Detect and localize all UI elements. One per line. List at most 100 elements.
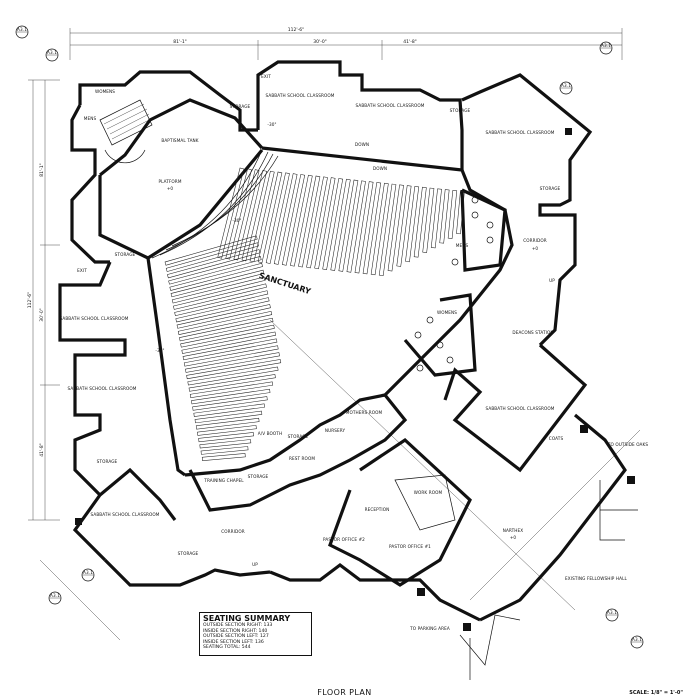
label-elevation-30-a: -30" [267, 122, 276, 127]
room-sabbath-school-top-2: SABBATH SCHOOL CLASSROOM [356, 103, 425, 108]
pew [370, 182, 389, 276]
room-storage-right: STORAGE [540, 186, 561, 191]
pew [174, 290, 269, 317]
room-sabbath-school-left-mid: SABBATH SCHOOL CLASSROOM [68, 386, 137, 391]
section-marker: A3.1 [630, 635, 644, 649]
pew [378, 183, 397, 276]
room-baptismal-tank: BAPTISMAL TANK [161, 138, 198, 143]
room-storage-top-2: STORAGE [450, 108, 471, 113]
pew [306, 176, 328, 269]
dimension-left-mid: 30'-0" [39, 308, 45, 322]
pew [273, 173, 298, 265]
section-marker: A3.1 [81, 568, 95, 582]
pew [195, 417, 260, 430]
room-narthex-elevation: +0 [510, 535, 517, 540]
pew [257, 171, 283, 264]
room-rest-room: REST ROOM [289, 456, 315, 461]
dimension-left-bottom: 41'-8" [39, 443, 45, 457]
room-corridor-right: CORRIDOR [523, 238, 547, 243]
seating-line: OUTSIDE SECTION LEFT: 127 [203, 634, 269, 640]
label-to-parking: TO PARKING AREA [409, 626, 450, 631]
pew [233, 169, 260, 261]
pew [183, 345, 279, 367]
pew [362, 182, 382, 275]
pew [186, 359, 282, 380]
room-storage-top: STORAGE [230, 104, 251, 109]
pews-lower-section [164, 235, 282, 461]
pew [338, 179, 359, 272]
pew [249, 170, 275, 263]
room-sabbath-school-right-mid: SABBATH SCHOOL CLASSROOM [486, 406, 555, 411]
pew [422, 187, 435, 253]
svg-text:A3.1: A3.1 [50, 593, 60, 598]
room-mens-top: MENS [84, 116, 97, 121]
room-storage-low: STORAGE [248, 474, 269, 479]
seating-line: INSIDE SECTION LEFT: 136 [203, 639, 264, 645]
section-marker: A3.1 [15, 25, 29, 39]
pew [179, 317, 274, 342]
room-sabbath-school-bottom-left: SABBATH SCHOOL CLASSROOM [91, 512, 160, 517]
pew [396, 185, 412, 267]
room-nursery: NURSERY [325, 428, 346, 433]
interior-walls [98, 98, 576, 611]
dimension-left-overall: 112'-6" [27, 292, 33, 308]
pew [177, 310, 273, 335]
seating-line: SEATING TOTAL: 544 [203, 645, 251, 651]
section-marker: A3.1 [45, 48, 59, 62]
seating-summary-lines: OUTSIDE SECTION RIGHT: 133 INSIDE SECTIO… [203, 623, 308, 651]
entry-structures [459, 480, 638, 680]
dimension-lines [28, 28, 641, 641]
pew [164, 235, 258, 266]
drawing-title: FLOOR PLAN [317, 688, 372, 697]
pew [199, 439, 252, 449]
room-training-chapel: TRAINING CHAPEL [203, 478, 244, 483]
pew [185, 352, 280, 373]
pews-upper-section [217, 167, 465, 276]
label-up: UP [252, 562, 258, 567]
label-exit-left: EXIT [77, 268, 87, 273]
dimension-top-right: 41'-8" [403, 39, 417, 45]
pew [198, 432, 254, 443]
pew [193, 403, 265, 417]
pew [322, 178, 344, 270]
seating-line: INSIDE SECTION RIGHT: 140 [203, 628, 268, 634]
room-storage-bottom: STORAGE [178, 551, 199, 556]
room-work-room: WORK ROOM [414, 490, 443, 495]
pew [189, 381, 274, 398]
label-elevation-30-b: -30" [232, 218, 241, 223]
dimension-top-mid: 30'-0" [313, 39, 327, 45]
room-pastor-office-2: PASTOR OFFICE #2 [323, 537, 365, 542]
dimension-overall-top: 112'-6" [288, 27, 304, 33]
pew [187, 366, 279, 386]
restroom-fixtures [414, 196, 494, 372]
pew [176, 304, 271, 329]
room-coats: COATS [549, 436, 564, 441]
label-down: DOWN [355, 142, 369, 147]
svg-text:A3.1: A3.1 [47, 50, 57, 55]
seating-summary-box: SEATING SUMMARY OUTSIDE SECTION RIGHT: 1… [199, 612, 312, 656]
pew [192, 396, 268, 411]
room-mens-right: MENS [456, 243, 469, 248]
drawing-scale: SCALE: 1/8" = 1'-0" [629, 690, 683, 696]
room-storage-mid: STORAGE [288, 434, 309, 439]
svg-text:A3.1: A3.1 [83, 570, 93, 575]
room-av-booth: A/V BOOTH [258, 431, 282, 436]
svg-text:A3.1: A3.1 [632, 637, 642, 642]
room-reception: RECEPTION [365, 507, 390, 512]
room-storage-platform: STORAGE [115, 252, 136, 257]
structural-columns [75, 128, 635, 631]
room-sabbath-school-right-top: SABBATH SCHOOL CLASSROOM [486, 130, 555, 135]
pew [188, 374, 276, 392]
svg-text:A3.1: A3.1 [601, 43, 611, 48]
room-existing-fellowship-hall: EXISTING FELLOWSHIP HALL [565, 576, 627, 581]
seating-summary-heading: SEATING SUMMARY [203, 614, 291, 623]
pew [225, 168, 252, 260]
pew [182, 338, 278, 361]
room-womens-top: WOMENS [95, 89, 115, 94]
pew [173, 283, 267, 310]
dimension-top-left: 81'-1" [173, 39, 187, 45]
pew [298, 175, 321, 268]
room-corridor-right-elevation: +0 [532, 246, 539, 251]
pew [167, 249, 261, 279]
